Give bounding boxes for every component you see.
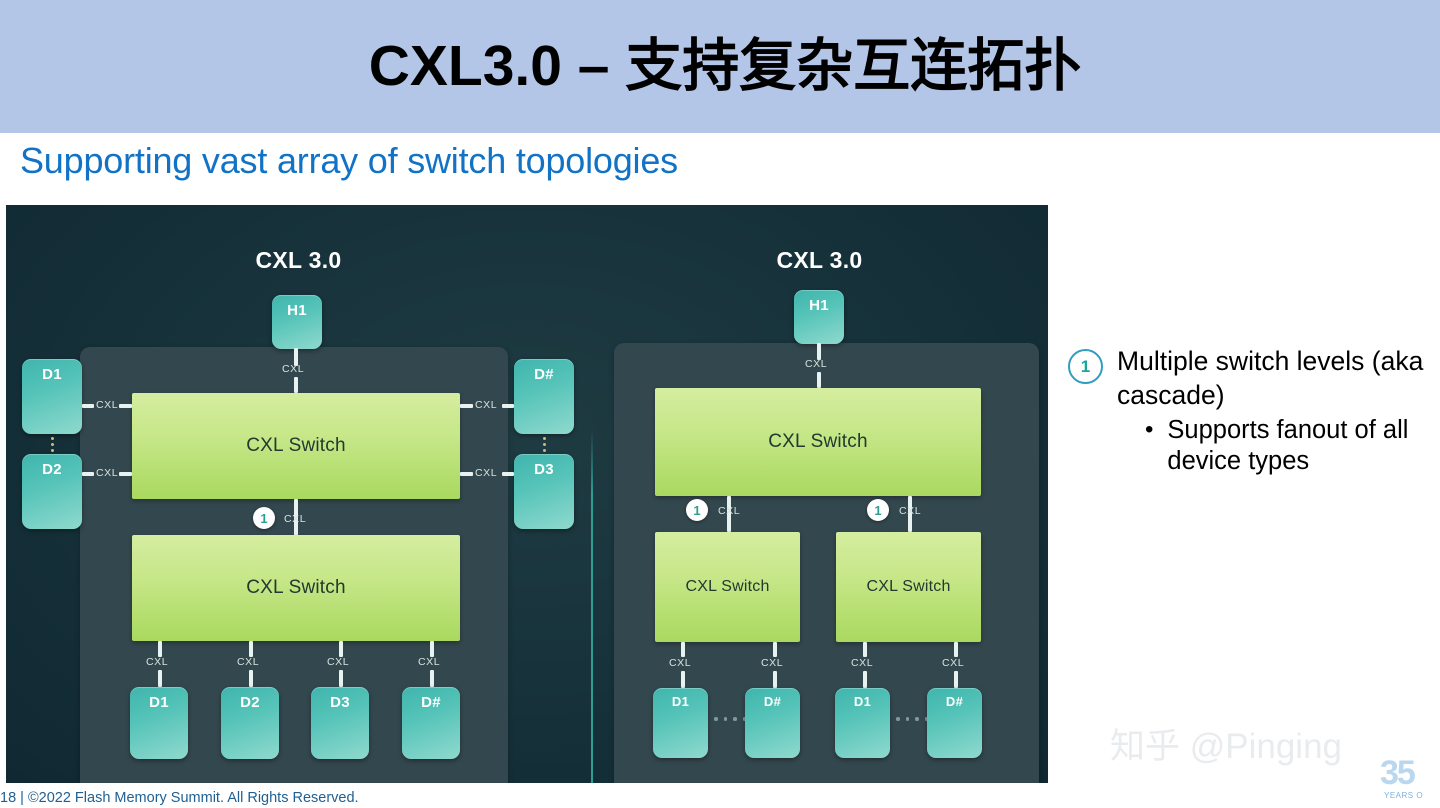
link-right-h1-b xyxy=(817,372,821,388)
node-device-right-dhash[interactable]: D# xyxy=(514,359,574,434)
callout-number-badge: 1 xyxy=(1068,349,1103,384)
cxl-label-cascade-left: CXL xyxy=(284,513,307,525)
left-switch-tier2[interactable]: CXL Switch xyxy=(132,535,460,641)
right-switch-tier2-left[interactable]: CXL Switch xyxy=(655,532,800,642)
link-r-br-2b xyxy=(954,671,958,688)
left-diagram-title: CXL 3.0 xyxy=(255,247,342,273)
node-device-left-d2[interactable]: D2 xyxy=(22,454,82,529)
link-dhash-b xyxy=(502,404,514,408)
node-device-right-d3[interactable]: D3 xyxy=(514,454,574,529)
cxl-label-right-d3: CXL xyxy=(475,467,498,479)
callout-bullet-row: • Supports fanout of all device types xyxy=(1145,415,1440,478)
link-bottom-1b xyxy=(158,670,162,687)
node-host-h1[interactable]: H1 xyxy=(272,295,322,349)
link-h1-to-switch-a xyxy=(294,348,298,366)
cxl-label-r-bl-1: CXL xyxy=(669,657,692,669)
slide-footer: 18 | ©2022 Flash Memory Summit. All Righ… xyxy=(0,790,359,806)
topology-diagram-panel: CXL 3.0 H1 CXL CXL Switch D1 CXL D2 CXL … xyxy=(6,205,1048,783)
link-r-br-2a xyxy=(954,642,958,657)
link-r-bl-1b xyxy=(681,671,685,688)
left-topology-diagram: CXL 3.0 H1 CXL CXL Switch D1 CXL D2 CXL … xyxy=(6,205,591,783)
right-switch-tier1[interactable]: CXL Switch xyxy=(655,388,981,496)
node-r-bottom-dev-r2[interactable]: D# xyxy=(927,688,982,758)
bullet-icon: • xyxy=(1145,415,1154,443)
left-switch-tier1[interactable]: CXL Switch xyxy=(132,393,460,499)
link-r-bl-2b xyxy=(773,671,777,688)
link-d1-b xyxy=(119,404,132,408)
vertical-ellipsis-left xyxy=(47,437,57,455)
callout-row: 1 Multiple switch levels (aka cascade) •… xyxy=(1068,345,1440,478)
link-r-bl-2a xyxy=(773,642,777,657)
link-d2-b xyxy=(119,472,132,476)
link-d2-a xyxy=(82,472,94,476)
node-bottom-device-4[interactable]: D# xyxy=(402,687,460,759)
link-right-cascade-left xyxy=(727,496,731,532)
callout-bullet-text: Supports fanout of all device types xyxy=(1167,415,1409,476)
node-device-left-d1[interactable]: D1 xyxy=(22,359,82,434)
page-title: CXL3.0 – 支持复杂互连拓扑 xyxy=(368,34,1082,98)
fms-anniversary-logo: 35 YEARS O xyxy=(1372,754,1440,808)
link-r-br-1a xyxy=(863,642,867,657)
link-bottom-2a xyxy=(249,641,253,657)
cxl-label-left-d1: CXL xyxy=(96,399,119,411)
right-switch-tier2-right[interactable]: CXL Switch xyxy=(836,532,981,642)
callout-text-block: Multiple switch levels (aka cascade) • S… xyxy=(1117,345,1440,478)
link-bottom-4b xyxy=(430,670,434,687)
link-h1-to-switch-b xyxy=(294,377,298,393)
link-d3-b xyxy=(502,472,514,476)
zhihu-watermark: 知乎 @Pinging xyxy=(1110,727,1343,766)
link-bottom-1a xyxy=(158,641,162,657)
link-bottom-4a xyxy=(430,641,434,657)
cxl-label-cascade-r2: CXL xyxy=(899,505,922,517)
cxl-label-right-h1: CXL xyxy=(805,358,828,370)
badge-cascade-right-1: 1 xyxy=(686,499,708,521)
right-topology-diagram: CXL 3.0 H1 CXL CXL Switch 1 CXL 1 CXL CX… xyxy=(591,205,1048,783)
cxl-label-r-br-1: CXL xyxy=(851,657,874,669)
node-r-bottom-dev-l1[interactable]: D1 xyxy=(653,688,708,758)
link-tier1-to-tier2 xyxy=(294,499,298,537)
badge-cascade-right-2: 1 xyxy=(867,499,889,521)
vertical-ellipsis-right xyxy=(539,437,549,455)
node-bottom-device-2[interactable]: D2 xyxy=(221,687,279,759)
callout-panel: 1 Multiple switch levels (aka cascade) •… xyxy=(1068,345,1440,478)
cxl-label-bottom-3: CXL xyxy=(327,656,350,668)
callout-title: Multiple switch levels (aka cascade) xyxy=(1117,346,1424,410)
link-right-h1-a xyxy=(817,343,821,360)
fms-logo-subtext: YEARS O xyxy=(1384,791,1424,800)
cxl-label-left-d2: CXL xyxy=(96,467,119,479)
horizontal-ellipsis-right-group xyxy=(896,717,928,721)
link-d1-a xyxy=(82,404,94,408)
horizontal-ellipsis-left-group xyxy=(714,717,746,721)
cxl-label-h1: CXL xyxy=(282,363,305,375)
node-r-bottom-dev-l2[interactable]: D# xyxy=(745,688,800,758)
diagram-divider xyxy=(591,430,593,783)
badge-cascade-left: 1 xyxy=(253,507,275,529)
slide-subtitle: Supporting vast array of switch topologi… xyxy=(20,140,678,181)
fms-logo-number: 35 xyxy=(1380,754,1416,792)
link-r-br-1b xyxy=(863,671,867,688)
link-bottom-2b xyxy=(249,670,253,687)
cxl-label-bottom-4: CXL xyxy=(418,656,441,668)
link-r-bl-1a xyxy=(681,642,685,657)
cxl-label-bottom-2: CXL xyxy=(237,656,260,668)
cxl-label-cascade-r1: CXL xyxy=(718,505,741,517)
node-r-bottom-dev-r1[interactable]: D1 xyxy=(835,688,890,758)
link-bottom-3b xyxy=(339,670,343,687)
node-host-h1-right[interactable]: H1 xyxy=(794,290,844,344)
node-bottom-device-1[interactable]: D1 xyxy=(130,687,188,759)
cxl-label-r-bl-2: CXL xyxy=(761,657,784,669)
link-bottom-3a xyxy=(339,641,343,657)
cxl-label-bottom-1: CXL xyxy=(146,656,169,668)
node-bottom-device-3[interactable]: D3 xyxy=(311,687,369,759)
link-right-cascade-right xyxy=(908,496,912,532)
cxl-label-right-dhash: CXL xyxy=(475,399,498,411)
link-d3-a xyxy=(460,472,473,476)
cxl-label-r-br-2: CXL xyxy=(942,657,965,669)
slide-header-band: CXL3.0 – 支持复杂互连拓扑 xyxy=(0,0,1440,133)
link-dhash-a xyxy=(460,404,473,408)
right-diagram-title: CXL 3.0 xyxy=(776,247,863,273)
